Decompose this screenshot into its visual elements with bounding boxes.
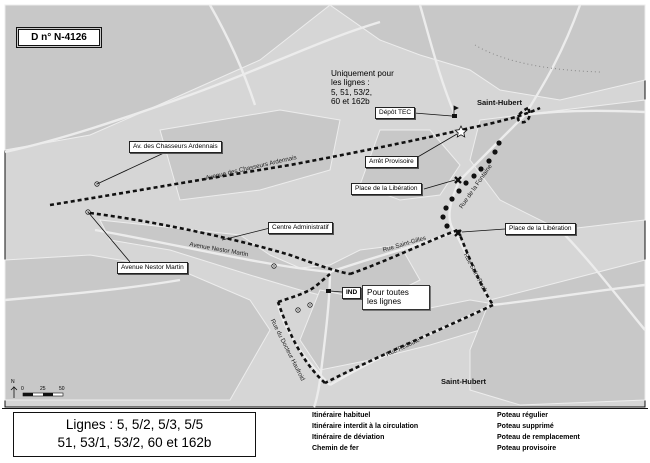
callout-nestor-martin: Avenue Nestor Martin — [117, 262, 188, 274]
note-line: Uniquement pour — [331, 69, 394, 78]
scale-label-end: 50 — [59, 386, 65, 392]
removed-stop-cross-icon — [454, 176, 462, 184]
north-arrow-icon — [10, 386, 18, 398]
regular-stop-dot — [273, 265, 275, 267]
forbidden-route — [440, 140, 502, 229]
legend-replacement-stop: Poteau de remplacement — [497, 434, 580, 441]
lines-title-line-2: 51, 53/1, 53/2, 60 et 162b — [57, 435, 212, 450]
scale-label-mid: 25 — [40, 386, 46, 392]
document-id: D n° N-4126 — [16, 27, 102, 48]
callout-place-liberation-1: Place de la Libération — [351, 183, 422, 195]
legend-removed-stop: Poteau supprimé — [497, 423, 554, 430]
regular-stop-dot — [297, 309, 299, 311]
town-label-saint-hubert: Saint-Hubert — [477, 98, 522, 107]
railway-line — [474, 44, 601, 73]
replacement-stop-icon — [326, 289, 331, 293]
lines-title-line-1: Lignes : 5, 5/2, 5/3, 5/5 — [65, 417, 204, 432]
scale-bar-segment — [43, 393, 53, 396]
provisional-stop-star-icon — [454, 125, 468, 138]
road-network — [4, 4, 646, 408]
north-label: N — [11, 379, 15, 385]
legend-panel: Lignes : 5, 5/2, 5/3, 5/5 51, 53/1, 53/2… — [2, 408, 648, 462]
scale-label-zero: 0 — [21, 386, 24, 392]
callout-leaders — [87, 112, 506, 293]
callout-depot-tec: Dépôt TEC — [375, 107, 416, 119]
note-line: les lignes — [367, 297, 402, 307]
detour-route — [49, 106, 541, 385]
legend-railway: Chemin de fer — [312, 445, 359, 452]
note-line: 5, 51, 53/2, — [331, 87, 372, 97]
lines-box: Lignes : 5, 5/2, 5/3, 5/5 51, 53/1, 53/2… — [13, 412, 256, 457]
callout-chasseurs-ardennais: Av. des Chasseurs Ardennais — [129, 141, 222, 153]
callout-place-liberation-2: Place de la Libération — [505, 223, 576, 235]
scale-bar-segment — [23, 393, 33, 396]
note-uniquement-lignes: Uniquement pour les lignes : 5, 51, 53/2… — [327, 67, 415, 120]
callout-ind: IND — [342, 287, 362, 299]
callout-arret-provisoire: Arrêt Provisoire — [365, 156, 418, 168]
removed-stop-cross-icon — [454, 229, 462, 237]
note-line: les lignes : — [331, 78, 370, 88]
legend-provisional-stop: Poteau provisoire — [497, 445, 557, 452]
replacement-stop-icon — [452, 114, 457, 118]
regular-stop-dot — [309, 304, 311, 306]
callout-centre-administratif: Centre Administratif — [268, 222, 333, 234]
legend-forbidden-route: Itinéraire interdit à la circulation — [312, 423, 419, 430]
scale-bar — [10, 386, 64, 398]
note-line: Pour toutes — [367, 288, 409, 297]
note-line: 60 et 162b — [331, 97, 370, 107]
legend-regular-stop: Poteau régulier — [497, 412, 548, 419]
legend-usual-route: Itinéraire habituel — [312, 412, 371, 419]
legend-detour-route: Itinéraire de déviation — [312, 434, 385, 441]
town-label-saint-hubert-south: Saint-Hubert — [441, 377, 486, 386]
replacement-flag-icon — [453, 105, 459, 114]
note-toutes-lignes: Pour toutes les lignes — [362, 285, 430, 310]
